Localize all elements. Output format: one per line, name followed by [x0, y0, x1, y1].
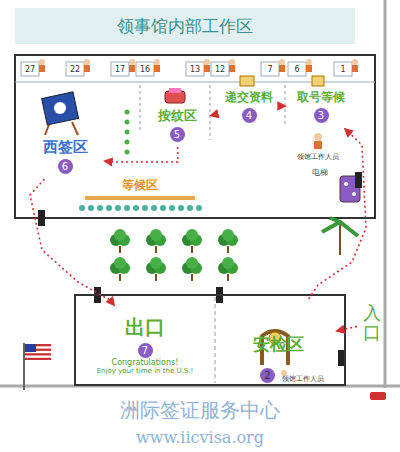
area-label: 领事馆内部工作区 — [117, 15, 253, 38]
area-label: Enjoy your time in the U.S.! — [97, 367, 194, 375]
staff-icon — [314, 133, 322, 149]
window-number: 1 — [340, 65, 345, 74]
area-label: 西签区 — [43, 138, 88, 157]
callout-number: 2 — [260, 368, 275, 383]
callout-number: 7 — [138, 343, 153, 358]
service-windows — [21, 59, 358, 76]
entry-building — [75, 295, 345, 385]
window-number: 13 — [190, 65, 200, 74]
window-number: 22 — [70, 65, 80, 74]
waiting-seats — [79, 196, 202, 211]
small-tree — [322, 218, 358, 255]
divider — [210, 85, 211, 140]
us-flag — [24, 343, 51, 390]
zone-area: 西签区 6 — [28, 136, 102, 176]
window-number: 7 — [267, 65, 272, 74]
luggage-icon — [370, 392, 386, 400]
place-note: 电梯 — [312, 167, 328, 178]
entrance-label: 入口 — [360, 288, 384, 358]
divider — [140, 85, 141, 130]
callout-number: 5 — [170, 127, 185, 142]
fingerprint-icon — [165, 88, 185, 103]
doors — [38, 172, 362, 366]
flow-arrow — [30, 179, 114, 305]
area-label: 取号等候 — [297, 89, 345, 106]
flow-arrow — [337, 326, 357, 331]
flow-arrow — [211, 114, 213, 116]
wall — [384, 0, 387, 388]
area-label: Congratulations! — [112, 358, 179, 367]
divider — [215, 297, 216, 383]
area-label: 安检区 — [253, 333, 304, 356]
window-number: 17 — [115, 65, 125, 74]
security-area: 安检区 2 — [222, 302, 334, 387]
window-number: 27 — [25, 65, 35, 74]
watermark: 洲际签证服务中心 — [120, 397, 280, 424]
flow-arrow — [105, 147, 178, 162]
zone-area: 递交资料 4 — [216, 86, 282, 126]
divider — [285, 85, 286, 125]
window-number: 16 — [140, 65, 150, 74]
desk-icon — [240, 76, 324, 86]
staff-note: 领馆工作人员 — [297, 152, 339, 162]
area-label: 等候区 — [122, 177, 158, 194]
exit-area: 出口 7Congratulations!Enjoy your time in th… — [80, 308, 210, 380]
watermark: www.iicvisa.org — [136, 428, 264, 447]
callout-number: 6 — [58, 159, 73, 174]
callout-number: 4 — [242, 108, 257, 123]
zone-area: 等候区 — [100, 176, 180, 194]
window-number: 12 — [215, 65, 225, 74]
area-label: 递交资料 — [225, 89, 273, 106]
area-label: 按纹区 — [158, 107, 197, 125]
staff-note: 领馆工作人员 — [282, 374, 324, 384]
area-label: 出口 — [125, 314, 165, 341]
window-number: 6 — [294, 65, 299, 74]
zone-area: 按纹区 5 — [146, 104, 208, 144]
callout-number: 3 — [314, 108, 329, 123]
consulate-room — [15, 55, 375, 218]
area-label: 入口 — [363, 303, 381, 343]
seat-column — [125, 110, 130, 155]
trees — [110, 229, 238, 281]
title-band: 领事馆内部工作区 — [15, 8, 355, 44]
zone-area: 取号等候 3 — [288, 86, 354, 126]
easel-icon — [42, 92, 79, 135]
